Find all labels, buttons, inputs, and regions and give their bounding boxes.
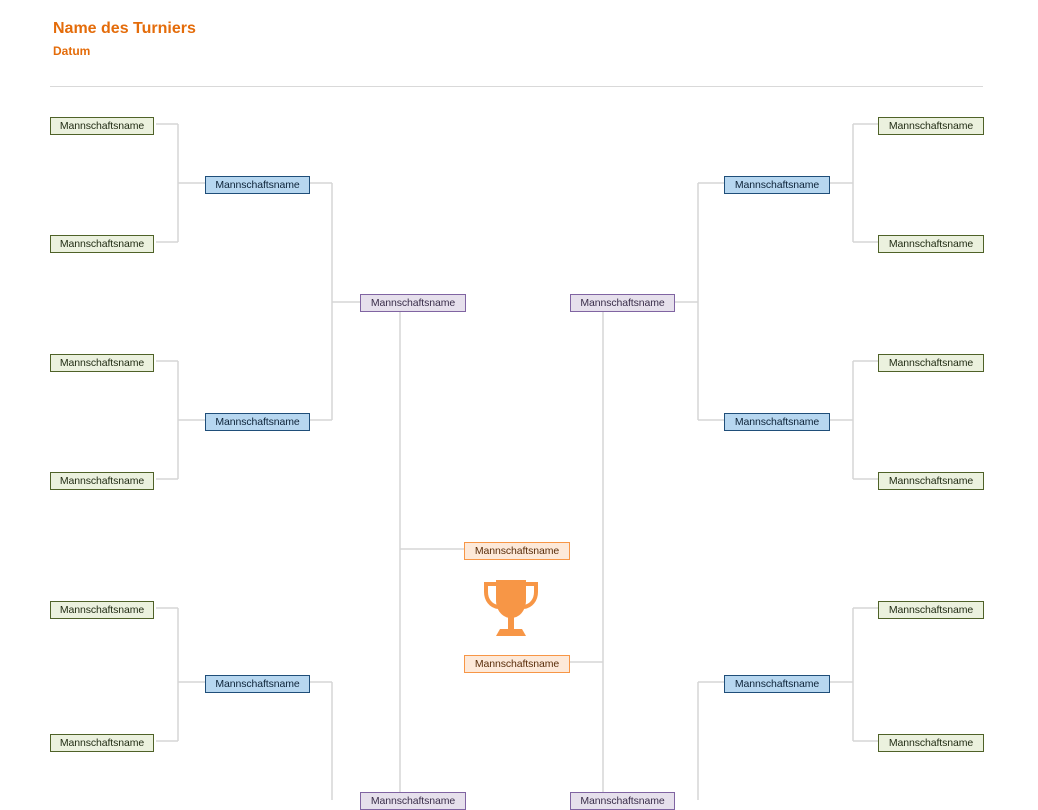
- left-round1-team-3[interactable]: Mannschaftsname: [50, 354, 154, 372]
- right-round2-team-3[interactable]: Mannschaftsname: [724, 675, 830, 693]
- left-round3-team-1[interactable]: Mannschaftsname: [360, 294, 466, 312]
- right-round1-team-3[interactable]: Mannschaftsname: [878, 354, 984, 372]
- final-team-2[interactable]: Mannschaftsname: [464, 655, 570, 673]
- right-round2-team-2[interactable]: Mannschaftsname: [724, 413, 830, 431]
- tournament-title: Name des Turniers: [53, 20, 196, 37]
- left-round1-team-6[interactable]: Mannschaftsname: [50, 734, 154, 752]
- final-team-1[interactable]: Mannschaftsname: [464, 542, 570, 560]
- right-round1-team-6[interactable]: Mannschaftsname: [878, 734, 984, 752]
- left-round1-team-5[interactable]: Mannschaftsname: [50, 601, 154, 619]
- tournament-date: Datum: [53, 44, 91, 58]
- left-round1-team-4[interactable]: Mannschaftsname: [50, 472, 154, 490]
- left-round2-team-2[interactable]: Mannschaftsname: [205, 413, 310, 431]
- right-round1-team-5[interactable]: Mannschaftsname: [878, 601, 984, 619]
- header-divider: [50, 86, 983, 87]
- right-round2-team-1[interactable]: Mannschaftsname: [724, 176, 830, 194]
- left-round1-team-1[interactable]: Mannschaftsname: [50, 117, 154, 135]
- left-round2-team-3[interactable]: Mannschaftsname: [205, 675, 310, 693]
- left-round2-team-1[interactable]: Mannschaftsname: [205, 176, 310, 194]
- left-round3-team-2[interactable]: Mannschaftsname: [360, 792, 466, 810]
- left-round1-team-2[interactable]: Mannschaftsname: [50, 235, 154, 253]
- trophy-icon: [484, 580, 538, 636]
- right-round1-team-1[interactable]: Mannschaftsname: [878, 117, 984, 135]
- right-round1-team-2[interactable]: Mannschaftsname: [878, 235, 984, 253]
- right-round3-team-2[interactable]: Mannschaftsname: [570, 792, 675, 810]
- right-round3-team-1[interactable]: Mannschaftsname: [570, 294, 675, 312]
- right-round1-team-4[interactable]: Mannschaftsname: [878, 472, 984, 490]
